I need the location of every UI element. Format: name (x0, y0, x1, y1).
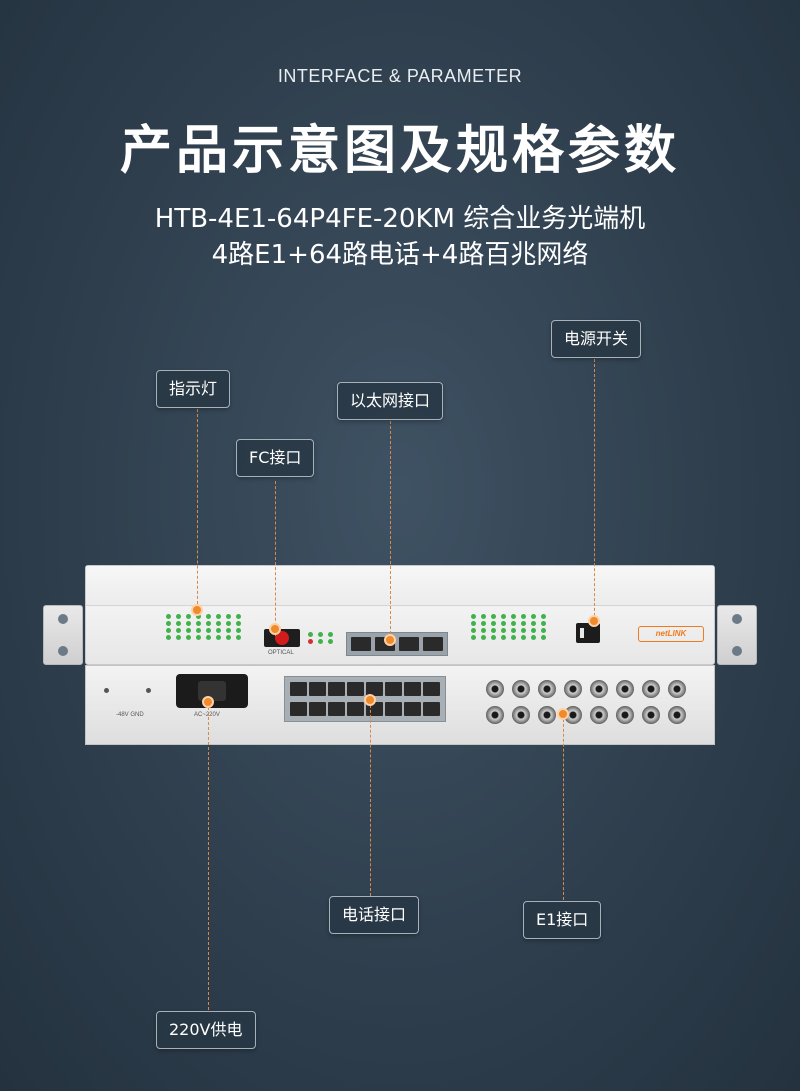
status-led-grid (308, 632, 336, 644)
e1-bnc-grid (486, 680, 688, 724)
brand-logo: netLINK (638, 626, 704, 642)
interface-parameter-kicker: INTERFACE & PARAMETER (277, 66, 523, 86)
phone-leader (370, 700, 371, 896)
power-supply-dot (202, 696, 214, 708)
power-label: AC~220V (194, 712, 220, 718)
ethernet-dot (384, 634, 396, 646)
fc-port-label: OPTICAL (268, 650, 294, 656)
phone-port-grid (284, 676, 446, 722)
fc-leader (275, 481, 276, 636)
e1-leader (563, 714, 564, 900)
optical-terminal-device: OPTICAL netLINK -48V GND AC~220V (40, 560, 760, 750)
indicator-dot (191, 604, 203, 616)
ethernet-leader (390, 421, 391, 639)
indicator-led-grid-right (471, 614, 549, 640)
callout-fc-port: FC接口 (236, 439, 315, 477)
callout-power-switch: 电源开关 (551, 320, 642, 358)
callout-ethernet: 以太网接口 (337, 382, 444, 420)
callout-phone: 电话接口 (329, 896, 420, 934)
indicator-leader (197, 409, 198, 609)
callout-power-supply: 220V供电 (156, 1011, 256, 1049)
dc-label: -48V GND (116, 712, 144, 718)
power-supply-leader (208, 702, 209, 1010)
front-panel-lower: -48V GND AC~220V (85, 665, 715, 745)
fc-dot (269, 623, 281, 635)
front-panel-upper: OPTICAL netLINK (85, 565, 715, 665)
callout-e1: E1接口 (523, 901, 602, 939)
e1-dot (557, 708, 569, 720)
page-title: 产品示意图及规格参数 (119, 121, 680, 181)
indicator-led-grid-left (166, 614, 244, 640)
model-line: HTB-4E1-64P4FE-20KM 综合业务光端机 (154, 204, 646, 234)
left-rack-ear (43, 605, 83, 665)
power-switch-leader (594, 359, 595, 621)
phone-dot (364, 694, 376, 706)
feature-line: 4路E1+64路电话+4路百兆网络 (211, 240, 589, 270)
power-switch (576, 623, 600, 643)
ac-power-inlet (176, 674, 248, 708)
power-switch-dot (588, 615, 600, 627)
right-rack-ear (717, 605, 757, 665)
ethernet-port-block (346, 632, 448, 656)
callout-indicator: 指示灯 (156, 370, 231, 408)
